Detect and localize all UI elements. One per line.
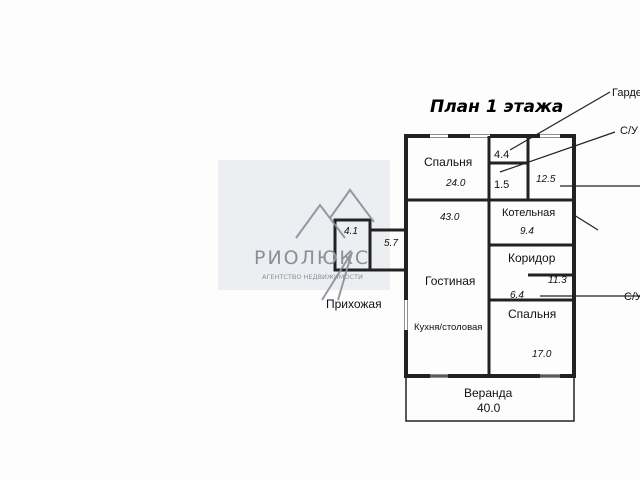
area-boiler: 9.4 (520, 226, 534, 237)
callout-wc-top: С/У (620, 125, 639, 137)
label-boiler: Котельная (502, 207, 555, 219)
area-living: 43.0 (440, 212, 460, 223)
veranda-outline (405, 375, 575, 422)
area-wardrobe: 4.4 (494, 149, 509, 161)
callout-wc-bottom: С/У (624, 291, 640, 303)
area-bath: 6.4 (510, 290, 524, 301)
callout-garderob: Гарде (612, 87, 640, 99)
area-wc-right: 12.5 (536, 174, 556, 185)
interior-walls (406, 136, 574, 376)
watermark-logo (295, 188, 375, 301)
watermark-tagline: АГЕНТСТВО НЕДВИЖИМОСТИ (262, 273, 363, 281)
label-kitchen: Кухня/столовая (414, 322, 482, 333)
area-hall-a: 4.1 (344, 226, 358, 237)
area-hall-b: 5.7 (384, 238, 398, 249)
area-corridor: 11.3 (548, 275, 567, 286)
label-bedroom-top: Спальня (424, 155, 472, 169)
plan-title: План 1 этажа (430, 97, 563, 117)
watermark-panel (218, 160, 390, 290)
label-veranda: Веранда (464, 386, 513, 400)
area-bedroom-bottom: 17.0 (532, 349, 552, 360)
watermark-brand: РИОЛЮКС (254, 247, 370, 269)
area-bedroom-top: 24.0 (445, 178, 466, 189)
area-wc-small: 1.5 (494, 179, 509, 191)
label-corridor: Коридор (508, 251, 556, 265)
label-living: Гостиная (425, 274, 475, 288)
label-bedroom-bottom: Спальня (508, 307, 556, 321)
callout-lines (499, 91, 640, 297)
label-entry: Прихожая (326, 297, 382, 311)
area-veranda: 40.0 (477, 401, 501, 415)
